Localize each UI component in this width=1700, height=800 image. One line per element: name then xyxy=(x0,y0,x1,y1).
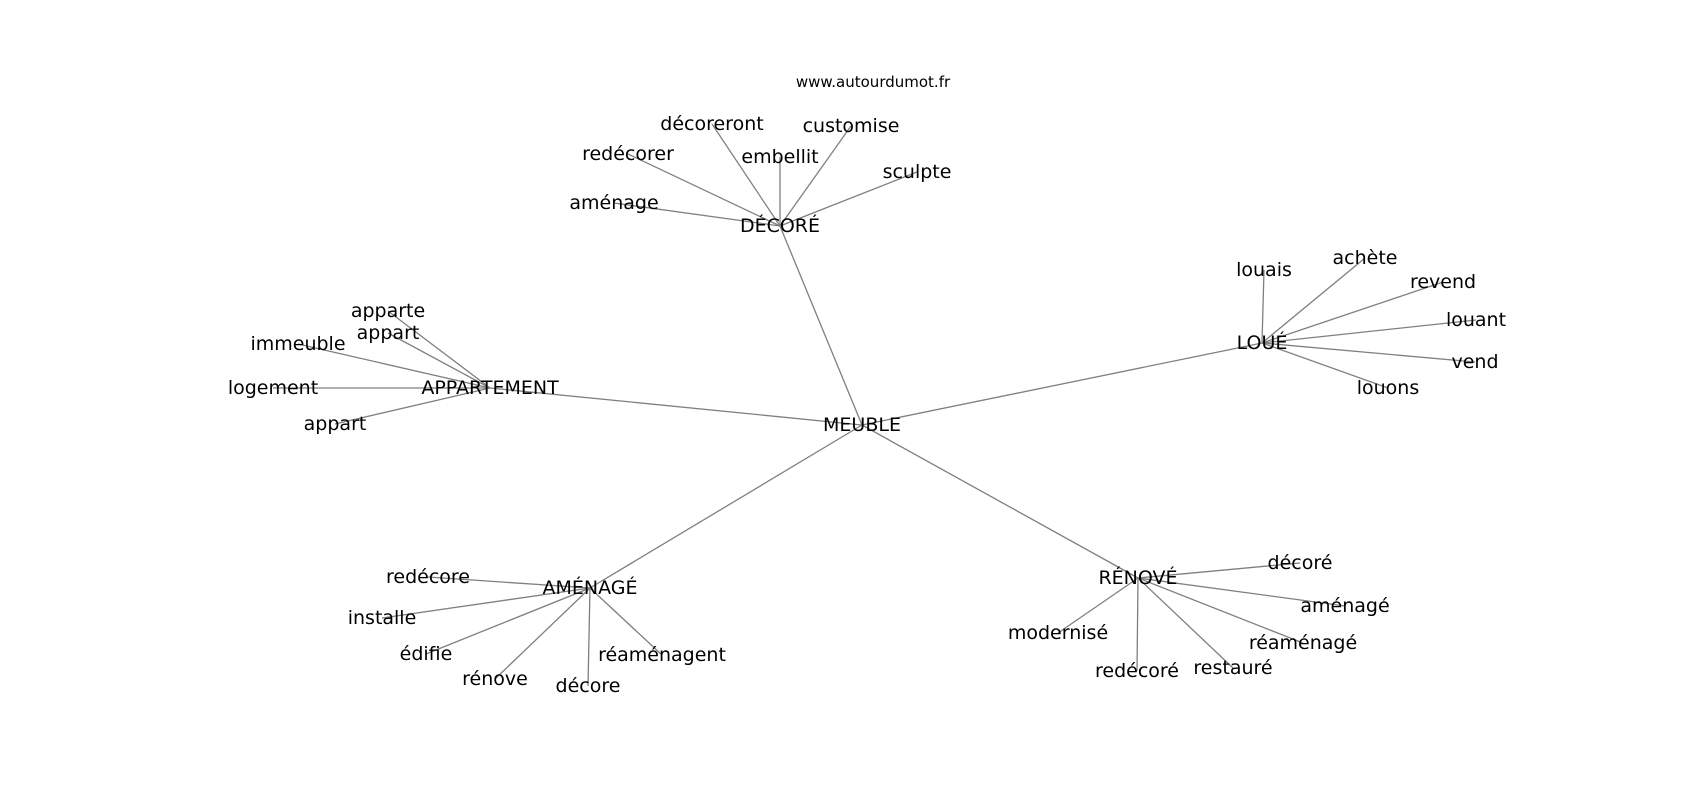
edge-appartement-hub-leaf xyxy=(297,343,491,389)
leaf-node-label: achète xyxy=(1333,247,1398,269)
leaf-node-label: restauré xyxy=(1193,657,1272,679)
edge-renove-hub-leaf xyxy=(1136,577,1139,672)
leaf-node-label: modernisé xyxy=(1008,622,1108,644)
edge-renove-hub-leaf xyxy=(1137,577,1304,644)
hub-node-label: RÉNOVÉ xyxy=(1098,566,1177,589)
leaf-node-label: appart xyxy=(357,322,420,344)
edge-renove-hub-leaf xyxy=(1137,577,1346,607)
leaf-node-label: immeuble xyxy=(250,333,345,355)
edge-decore-hub-leaf xyxy=(779,125,852,227)
edge-decore-hub-leaf xyxy=(711,123,781,227)
leaf-node-label: édifie xyxy=(400,643,453,665)
leaf-node-label: embellit xyxy=(741,146,818,168)
leaf-node-label: customise xyxy=(803,115,900,137)
edge-loue-hub-leaf xyxy=(1261,319,1477,344)
edge-amenage-hub-leaf xyxy=(587,587,591,687)
leaf-node-label: logement xyxy=(228,377,318,399)
leaf-node-label: louais xyxy=(1236,259,1292,281)
edge-decore-hub-leaf xyxy=(779,171,918,227)
edge-amenage-hub-leaf xyxy=(494,587,591,680)
leaf-node-label: décore xyxy=(556,675,621,697)
leaf-node-label: redécore xyxy=(386,566,470,588)
edge-loue-hub-leaf xyxy=(1261,257,1366,344)
edge-loue-hub-leaf xyxy=(1261,342,1476,363)
edge-center-to-renove-hub xyxy=(861,424,1139,579)
edge-center-to-loue-hub xyxy=(861,342,1263,426)
leaf-node-label: redécoré xyxy=(1095,660,1179,682)
hub-node-label: DÉCORÉ xyxy=(740,214,820,237)
edge-decore-hub-leaf xyxy=(627,153,781,227)
leaf-node-label: apparte xyxy=(351,300,425,322)
edge-decore-hub-leaf xyxy=(613,202,781,227)
hub-node-label: LOUÉ xyxy=(1237,331,1288,354)
edge-loue-hub-leaf xyxy=(1261,342,1389,389)
edge-renove-hub-leaf xyxy=(1137,577,1234,669)
edge-amenage-hub-leaf xyxy=(427,576,591,589)
edges-layer xyxy=(273,123,1477,687)
leaf-node-label: installe xyxy=(348,607,417,629)
leaf-node-label: redécorer xyxy=(582,143,674,165)
edge-renove-hub-leaf xyxy=(1137,562,1301,579)
edge-amenage-hub-leaf xyxy=(381,587,591,619)
hub-node-label: APPARTEMENT xyxy=(421,377,559,399)
edge-renove-hub-leaf xyxy=(1057,577,1139,634)
leaf-node-label: revend xyxy=(1410,271,1476,293)
hub-node-label: AMÉNAGÉ xyxy=(543,576,638,599)
leaf-node-label: réaménagent xyxy=(598,644,726,666)
leaf-node-label: rénove xyxy=(462,668,528,690)
edge-loue-hub-leaf xyxy=(1261,281,1444,344)
edge-appartement-hub-leaf xyxy=(387,310,491,389)
edge-appartement-hub-leaf xyxy=(334,387,491,425)
leaf-node-label: appart xyxy=(304,413,367,435)
edge-loue-hub-leaf xyxy=(1261,269,1265,344)
leaf-node-label: sculpte xyxy=(883,161,952,183)
leaf-node-label: louant xyxy=(1446,309,1506,331)
leaf-node-label: aménagé xyxy=(1300,595,1389,617)
watermark-text: www.autourdumot.fr xyxy=(796,73,951,91)
leaf-node-label: réaménagé xyxy=(1249,632,1357,654)
leaf-node-label: aménage xyxy=(569,192,658,214)
leaf-node-label: louons xyxy=(1357,377,1420,399)
edge-center-to-decore-hub xyxy=(779,225,863,426)
edge-appartement-hub-leaf xyxy=(387,332,491,389)
edge-center-to-amenage-hub xyxy=(589,424,863,589)
leaf-node-label: décoreront xyxy=(660,113,763,135)
edge-amenage-hub-leaf xyxy=(589,587,663,656)
leaf-node-label: vend xyxy=(1451,351,1498,373)
edge-amenage-hub-leaf xyxy=(425,587,591,655)
edge-center-to-appartement-hub xyxy=(489,387,863,426)
leaf-node-label: décoré xyxy=(1268,552,1333,574)
center-node-label: MEUBLE xyxy=(823,414,901,436)
